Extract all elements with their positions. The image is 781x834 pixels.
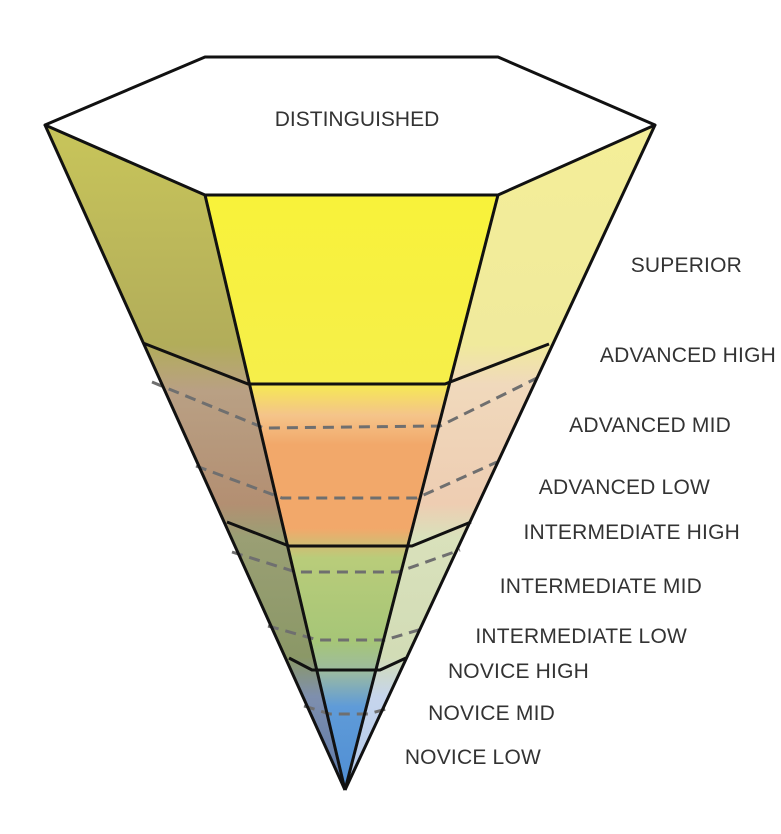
- sublevel-dashed-lines: [151, 376, 538, 716]
- label-superior: SUPERIOR: [631, 254, 742, 277]
- boundary-superior-advanced: [142, 341, 550, 386]
- label-intermediate-high: INTERMEDIATE HIGH: [523, 521, 740, 544]
- dashed-line-intermediate-mid: [231, 548, 461, 574]
- boundary-advanced-intermediate: [226, 520, 472, 548]
- label-intermediate-mid: INTERMEDIATE MID: [500, 575, 702, 598]
- label-advanced-high: ADVANCED HIGH: [600, 344, 776, 367]
- label-novice-low: NOVICE LOW: [405, 746, 541, 769]
- dashed-line-novice-mid: [303, 704, 391, 716]
- label-distinguished: DISTINGUISHED: [275, 108, 440, 131]
- pyramid-center-face: [205, 195, 498, 790]
- pyramid-outline: [43, 124, 657, 791]
- label-novice-mid: NOVICE MID: [428, 702, 555, 725]
- major-level-boundaries: [142, 341, 550, 672]
- dashed-line-advanced-mid: [151, 376, 538, 430]
- level-labels: SUPERIOR ADVANCED HIGH ADVANCED MID ADVA…: [405, 254, 776, 769]
- dashed-line-intermediate-low: [267, 624, 426, 642]
- dashed-line-advanced-low: [195, 460, 498, 500]
- label-novice-high: NOVICE HIGH: [448, 660, 589, 683]
- boundary-intermediate-novice: [288, 656, 407, 672]
- label-advanced-mid: ADVANCED MID: [569, 414, 731, 437]
- label-advanced-low: ADVANCED LOW: [539, 476, 710, 499]
- label-intermediate-low: INTERMEDIATE LOW: [475, 625, 687, 648]
